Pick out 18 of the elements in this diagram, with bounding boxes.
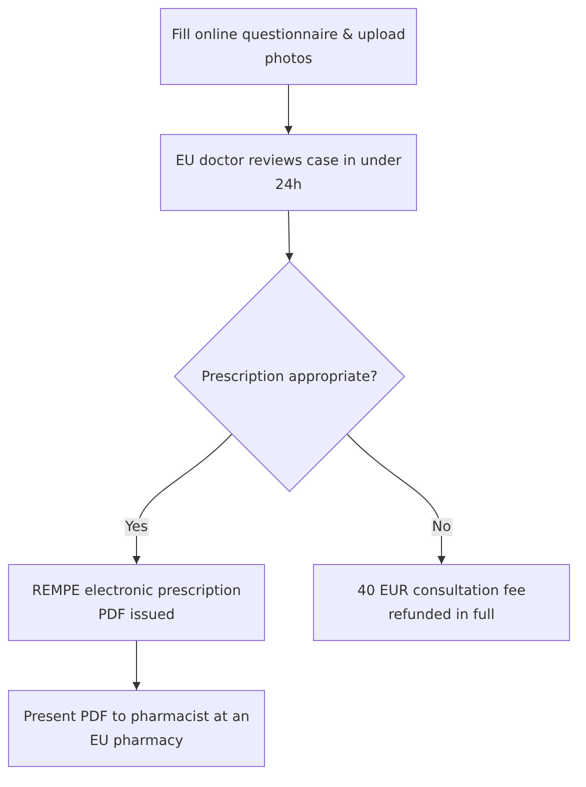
node-text: EU doctor reviews case in under 24h [174, 152, 402, 194]
process-box [160, 134, 417, 211]
arrow [132, 640, 140, 690]
edge-label: No [430, 518, 452, 536]
node-text: Present PDF to pharmacist at an EU pharmacy [22, 708, 251, 750]
node-text: REMPE electronic prescription PDF issued [31, 582, 242, 624]
process-box [160, 8, 417, 85]
node-text: Prescription appropriate? [200, 368, 379, 386]
node-text: Fill online questionnaire & upload photos [170, 26, 406, 68]
arrow [346, 434, 446, 564]
process-box [8, 564, 265, 641]
process-box [313, 564, 570, 641]
node-text: 40 EUR consultation fee refunded in full [356, 582, 527, 624]
process-box [8, 690, 265, 767]
arrow [132, 434, 232, 564]
edge-label: Yes [124, 518, 149, 536]
arrow [284, 84, 292, 134]
arrow [285, 210, 294, 262]
